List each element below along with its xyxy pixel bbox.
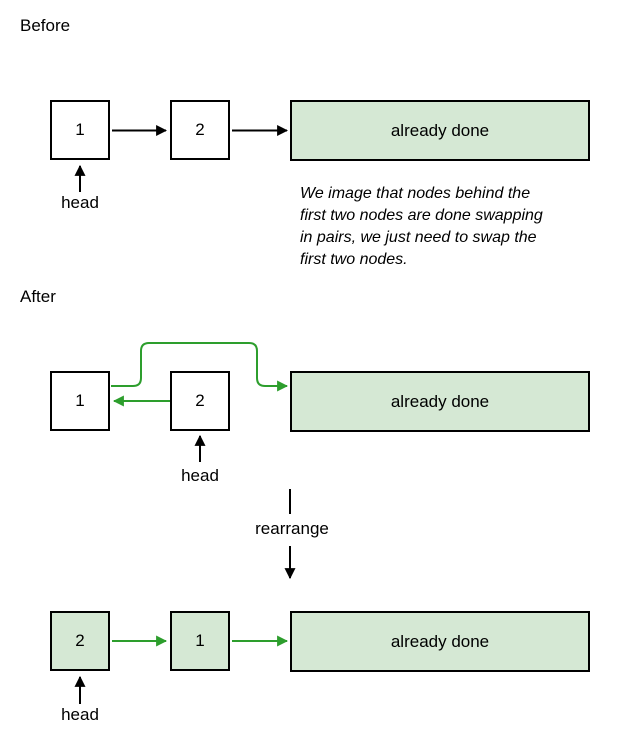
before-node-1: 1 [50, 100, 110, 160]
after-node-2: 2 [170, 371, 230, 431]
before-head-label: head [61, 193, 99, 212]
before-node-2: 2 [170, 100, 230, 160]
after-node-2-value: 2 [195, 391, 205, 410]
before-node-1-value: 1 [75, 120, 85, 139]
after-already-done-label: already done [390, 391, 490, 411]
result-node-2-value: 2 [75, 631, 85, 650]
result-node-2: 2 [50, 611, 110, 671]
after-head-label: head [181, 466, 219, 485]
before-already-done-box: already done [290, 100, 590, 161]
after-already-done-box: already done [290, 371, 590, 432]
result-node-1-value: 1 [195, 631, 205, 650]
after-section-label: After [20, 287, 56, 306]
result-head-label: head [61, 705, 99, 724]
before-already-done-label: already done [390, 120, 490, 140]
result-already-done-label: already done [390, 631, 490, 651]
explanation-note: We image that nodes behind the first two… [300, 185, 543, 268]
before-section-label: Before [20, 16, 71, 35]
after-node-1-value: 1 [75, 391, 85, 410]
result-already-done-box: already done [290, 611, 590, 672]
rearrange-label: rearrange [255, 519, 329, 538]
after-node-1: 1 [50, 371, 110, 431]
result-node-1: 1 [170, 611, 230, 671]
before-node-2-value: 2 [195, 120, 205, 139]
